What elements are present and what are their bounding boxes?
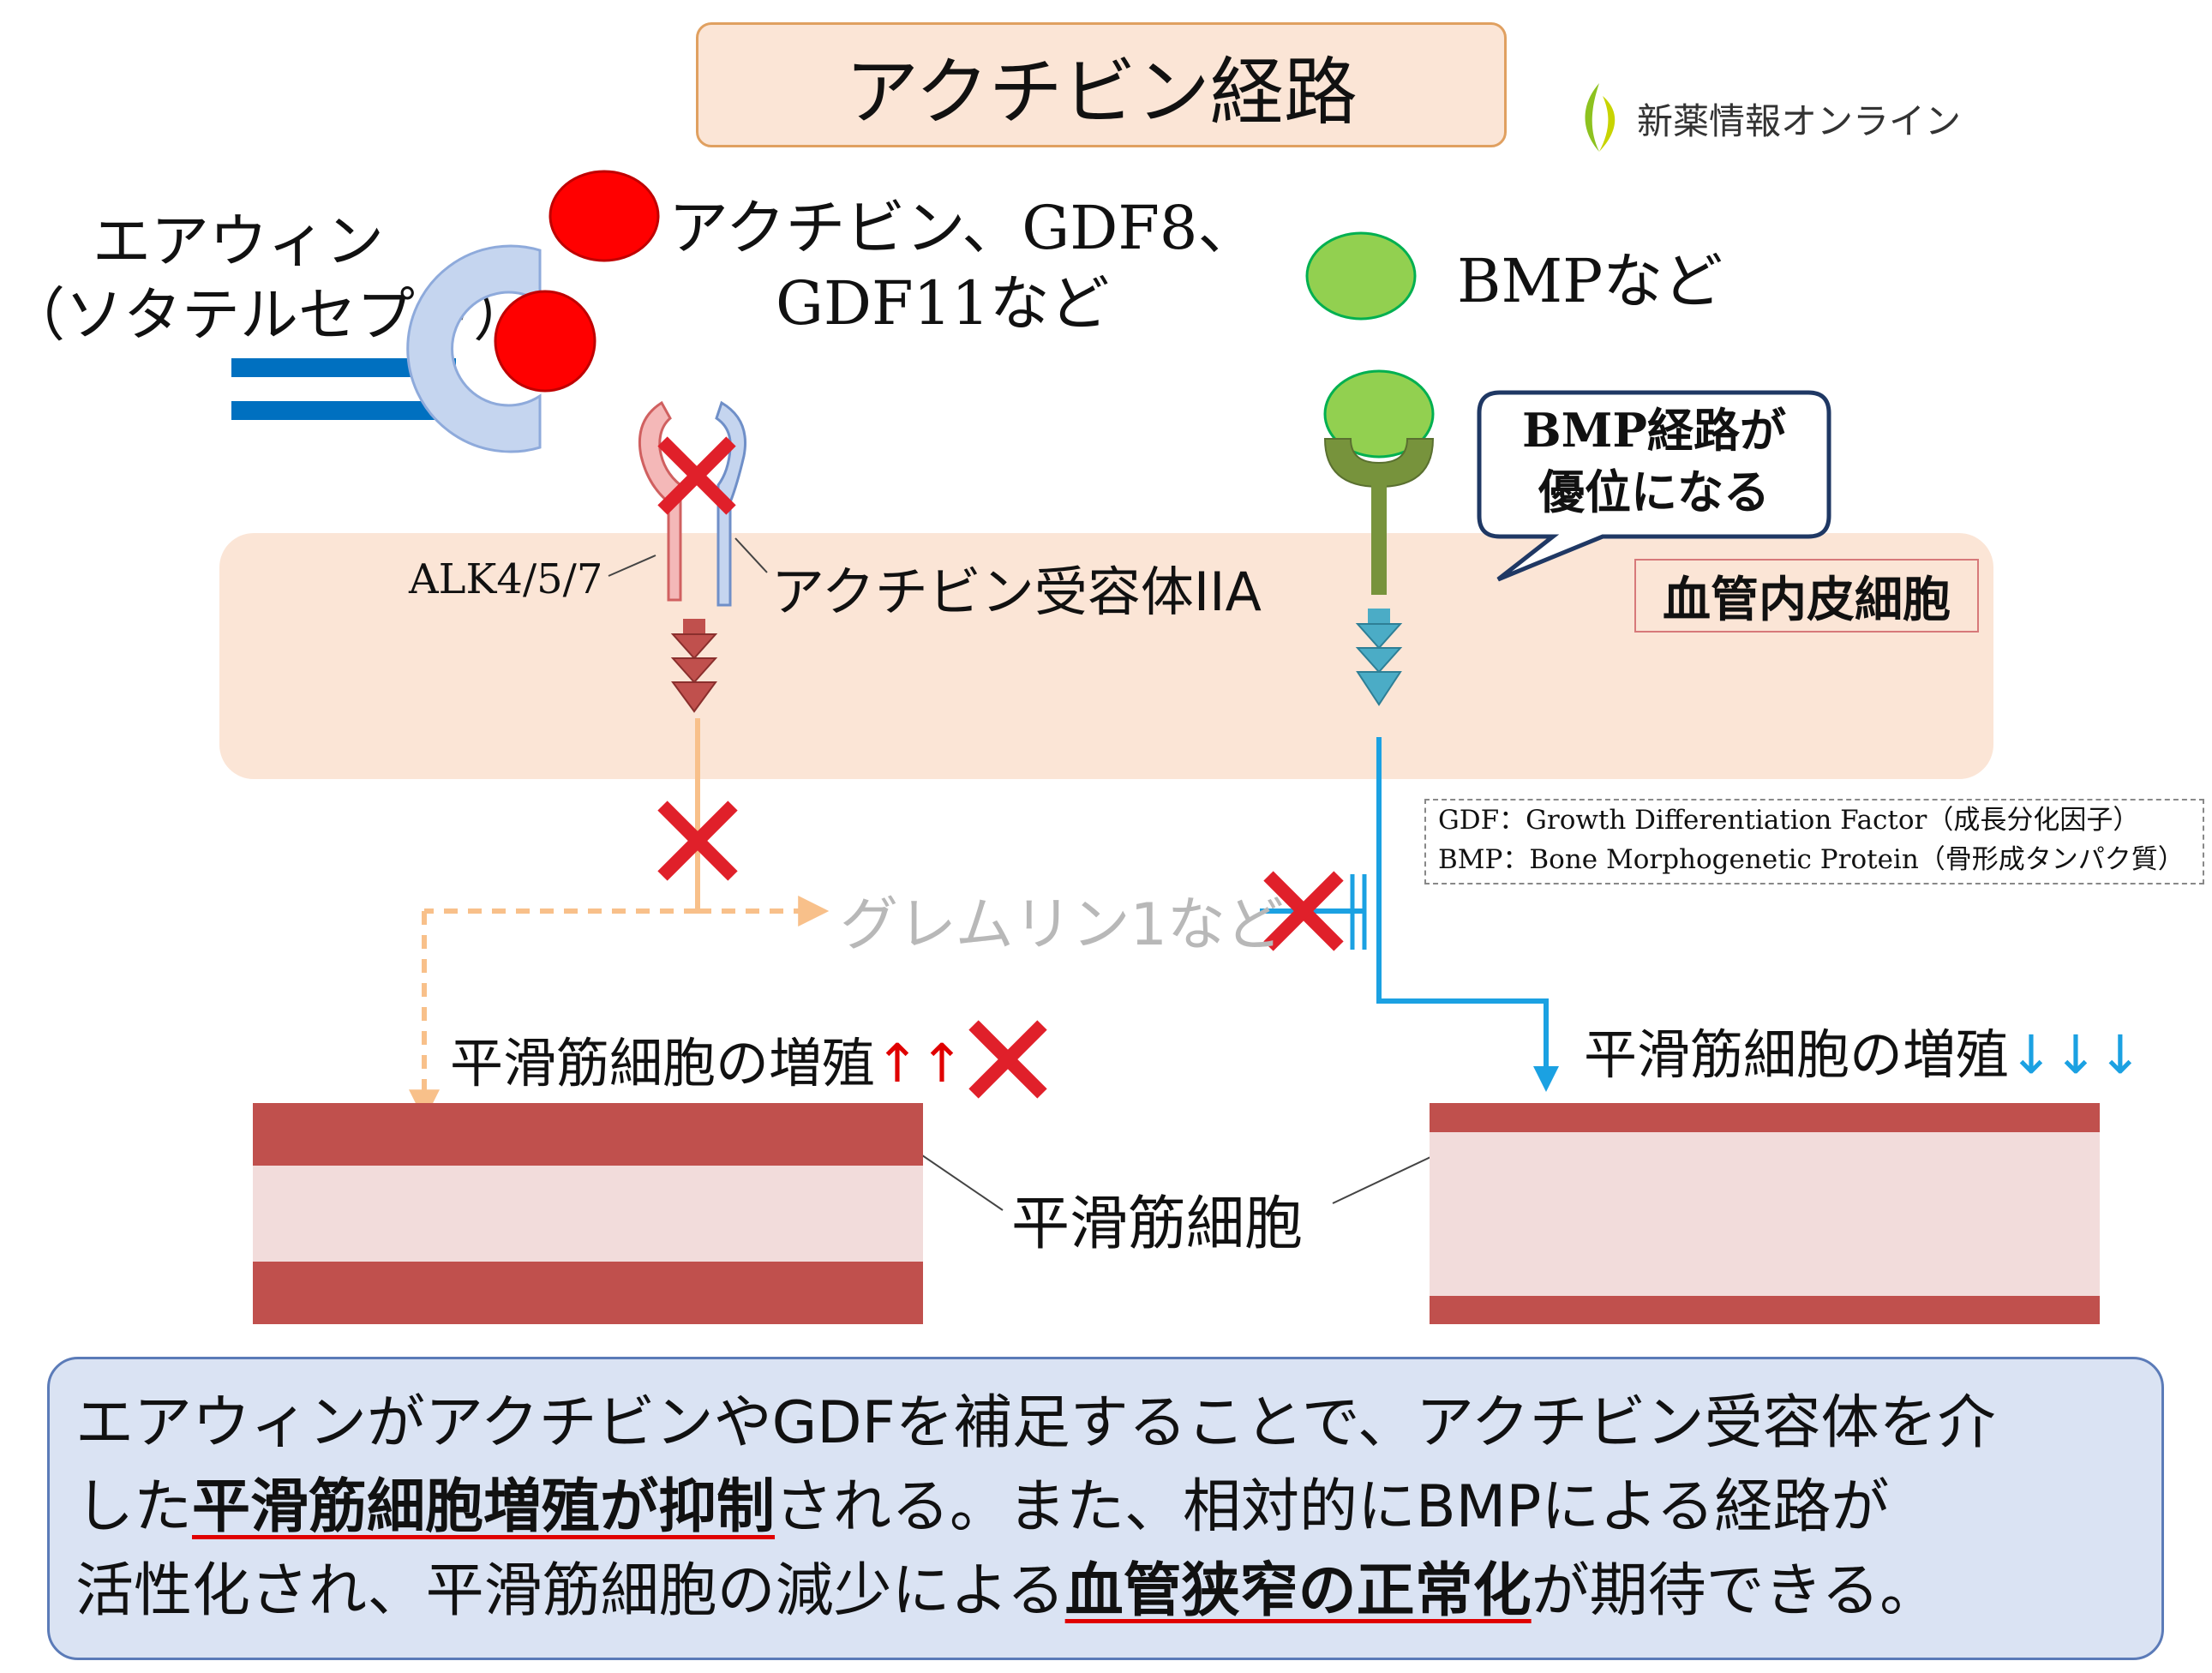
summary-line3-b: が期待できる。 xyxy=(1531,1557,1939,1625)
receptor-leader-line xyxy=(734,537,768,573)
bmp-ligand-icon xyxy=(1305,231,1417,321)
alk-receptor xyxy=(638,400,682,602)
muscle-left-top xyxy=(253,1103,923,1166)
bmp-callout-text: BMP経路が 優位になる xyxy=(1508,399,1800,523)
activin-ligand-icon xyxy=(549,170,660,262)
summary-highlight-proliferation: 平滑筋細胞増殖が抑制 xyxy=(192,1473,776,1541)
decrease-arrows: ↓↓↓ xyxy=(2009,1023,2143,1086)
summary-line2: した平滑筋細胞増殖が抑制される。また、相対的にBMPによる経路が xyxy=(75,1466,2136,1550)
summary-highlight-stenosis: 血管狭窄の正常化 xyxy=(1064,1557,1532,1625)
increase-arrows: ↑↑ xyxy=(875,1032,964,1094)
bmp-downstream-pathway xyxy=(1260,737,1559,1092)
activin-receptor-complex xyxy=(608,400,768,607)
definition-gdf: GDF：Growth Differentiation Factor（成長分化因子… xyxy=(1438,805,2140,836)
bmp-bound-ligand xyxy=(1323,369,1435,459)
receptor-label: アクチビン受容体IIA xyxy=(771,561,1262,623)
bmp-signal-arrow-icon xyxy=(1355,609,1403,706)
title-box: アクチビン経路 xyxy=(696,22,1507,147)
airwin-label-line1: エアウィン xyxy=(93,208,385,276)
summary-line3: 活性化され、平滑筋細胞の減少による血管狭窄の正常化が期待できる。 xyxy=(75,1550,2136,1634)
right-effect-text: 平滑筋細胞の増殖 xyxy=(1584,1023,2010,1086)
bmp-receptor xyxy=(1323,369,1435,595)
muscle-left-bottom xyxy=(253,1262,923,1324)
bmp-pathway-arrow xyxy=(1376,737,1559,1092)
muscle-right-bottom xyxy=(1430,1296,2100,1324)
airwin-bar-bottom xyxy=(231,401,456,420)
proliferation-block-cross-icon xyxy=(968,1020,1047,1099)
brand-name: 新薬情報オンライン xyxy=(1637,100,1962,142)
left-effect: 平滑筋細胞の増殖↑↑ xyxy=(450,1020,964,1097)
bmp-callout-line1: BMP経路が xyxy=(1521,403,1787,458)
muscle-right-top xyxy=(1430,1103,2100,1132)
activin-downstream-pathway xyxy=(409,718,830,1121)
summary-line1: エアウィンがアクチビンやGDFを補足することで、アクチビン受容体を介 xyxy=(75,1389,1996,1457)
airwin-drug-icon xyxy=(231,244,596,453)
muscle-right-lumen xyxy=(1430,1132,2100,1296)
activin-label-line1: アクチビン、GDF8、 xyxy=(668,193,1258,263)
activin-label-line2: GDF11など xyxy=(776,268,1110,339)
definition-bmp: BMP：Bone Morphogenetic Protein（骨形成タンパク質） xyxy=(1438,844,2185,875)
right-effect: 平滑筋細胞の増殖↓↓↓ xyxy=(1584,1011,2143,1088)
page-title: アクチビン経路 xyxy=(845,49,1358,135)
left-effect-text: 平滑筋細胞の増殖 xyxy=(450,1032,876,1094)
activin-signal-arrow-icon xyxy=(670,619,718,713)
receptor-block-cross-icon xyxy=(657,436,736,515)
muscle-label: 平滑筋細胞 xyxy=(1011,1190,1304,1258)
pathway-block-cross-icon xyxy=(657,801,738,881)
bmp-callout-bubble xyxy=(1477,390,1831,582)
bmp-receptor-cup xyxy=(1323,438,1435,489)
gremlin-block-cross-icon xyxy=(1263,871,1344,951)
leaf-logo-icon xyxy=(1585,83,1616,152)
summary-box: エアウィンがアクチビンやGDFを補足することで、アクチビン受容体を介 した平滑筋… xyxy=(47,1357,2164,1660)
cell-label-box: 血管内皮細胞 xyxy=(1634,559,1979,633)
summary-line2-a: した xyxy=(75,1473,193,1541)
alk-label: ALK4/5/7 xyxy=(409,555,603,603)
summary-line2-b: される。また、相対的にBMPによる経路が xyxy=(775,1473,1890,1541)
cell-label: 血管内皮細胞 xyxy=(1663,572,1951,628)
airwin-cup xyxy=(406,244,542,453)
muscle-left-lumen xyxy=(253,1166,923,1262)
gremlin-label: グレムリン1など xyxy=(840,891,1284,959)
bmp-receptor-stem xyxy=(1371,480,1387,595)
bmp-callout-line2: 優位になる xyxy=(1538,465,1770,519)
airwin-bar-top xyxy=(231,358,456,377)
summary-line3-a: 活性化され、平滑筋細胞の減少による xyxy=(75,1557,1065,1625)
definitions-box: GDF：Growth Differentiation Factor（成長分化因子… xyxy=(1424,799,2204,884)
acvr2a-receptor xyxy=(715,400,746,607)
alk-leader-line xyxy=(608,555,656,577)
bmp-label: BMPなど xyxy=(1457,246,1723,316)
bound-activin-ligand xyxy=(494,290,596,393)
